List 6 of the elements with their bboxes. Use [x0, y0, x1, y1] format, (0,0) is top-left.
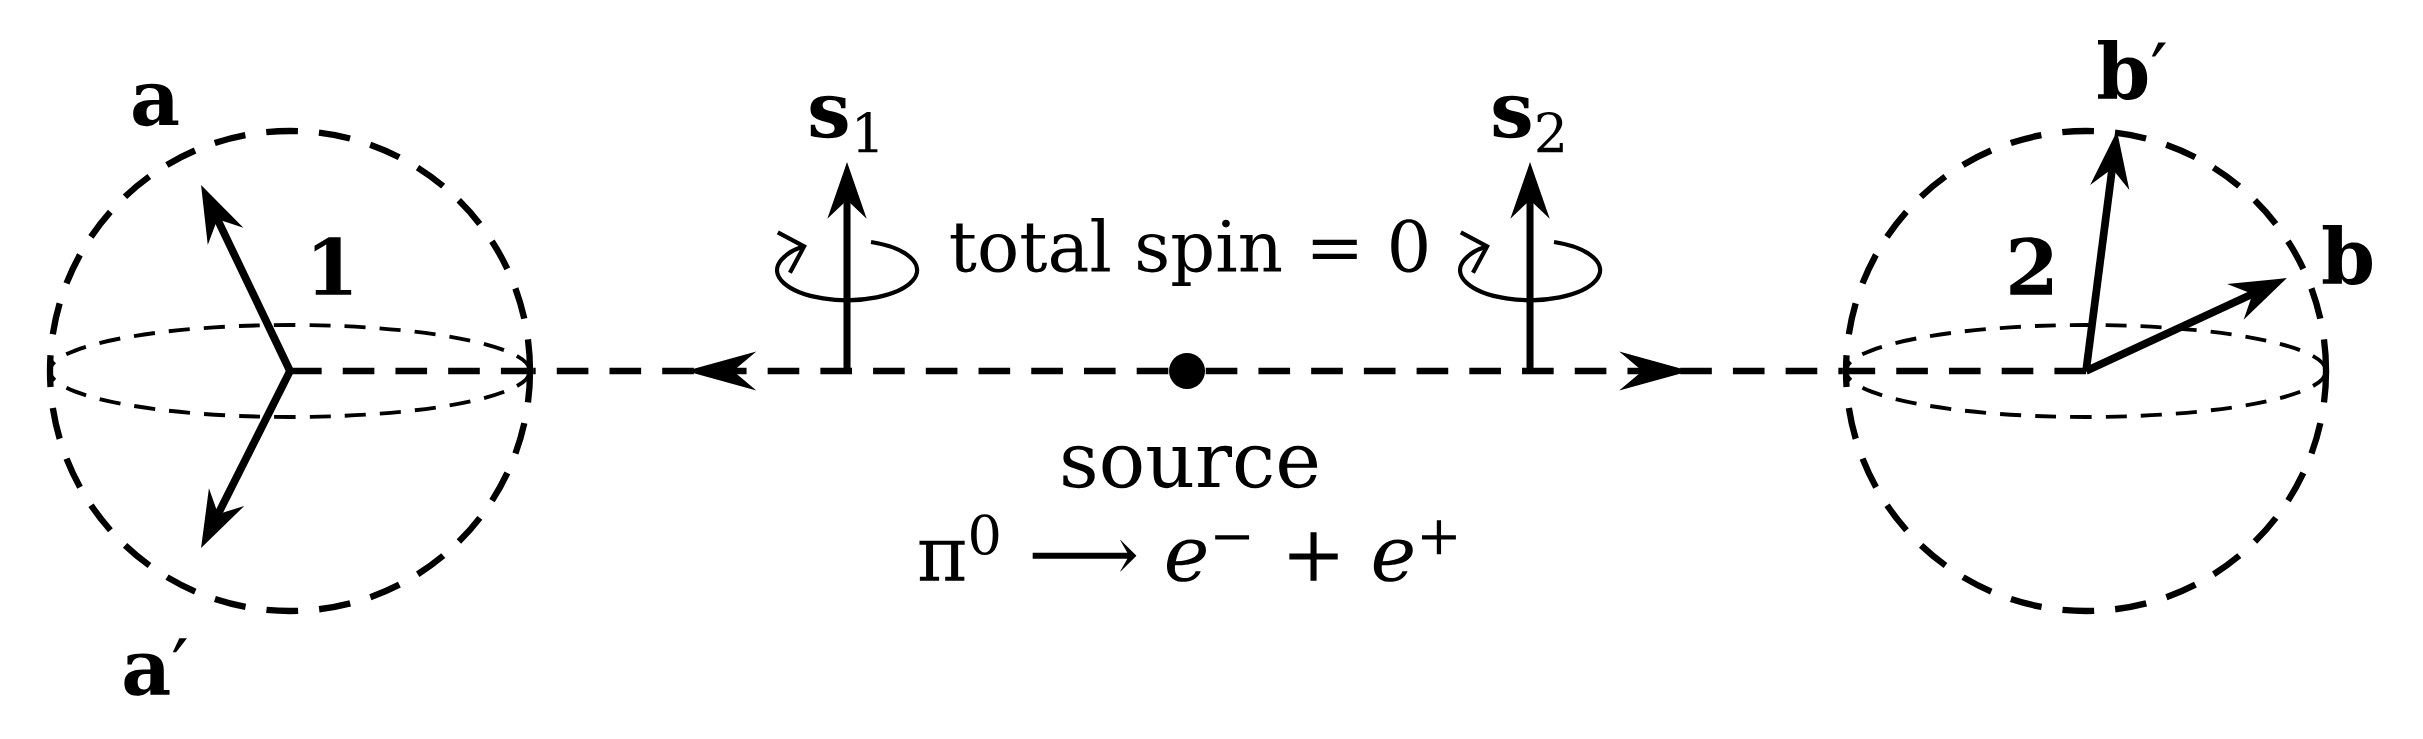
- source-dot: [1169, 353, 1205, 389]
- vector-label: s$_{2}$: [1493, 95, 1563, 153]
- vector-label: s$_{1}$: [810, 95, 878, 153]
- node-label: source: [1063, 445, 1318, 489]
- sphere-drawing: 1: [46, 127, 534, 615]
- node-label: π$^{0}$ ⟶ e$^{−}$ + e$^{+}$: [919, 514, 1456, 582]
